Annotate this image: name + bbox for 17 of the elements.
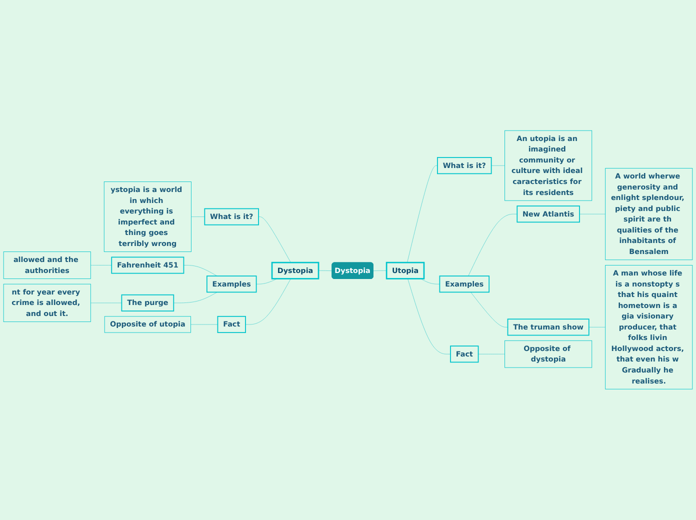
connector	[588, 327, 606, 328]
connector	[407, 166, 438, 263]
connector	[90, 302, 122, 304]
connector	[190, 216, 205, 218]
connector	[318, 270, 332, 272]
connector	[258, 216, 291, 263]
connector	[470, 292, 508, 328]
connector	[184, 265, 218, 276]
connector	[90, 265, 112, 266]
connector	[190, 324, 218, 325]
connector	[420, 278, 440, 284]
connector	[408, 278, 451, 354]
connector	[173, 292, 218, 304]
connector	[245, 278, 291, 325]
connector	[256, 278, 278, 284]
connector	[373, 270, 387, 272]
connector	[468, 214, 518, 276]
